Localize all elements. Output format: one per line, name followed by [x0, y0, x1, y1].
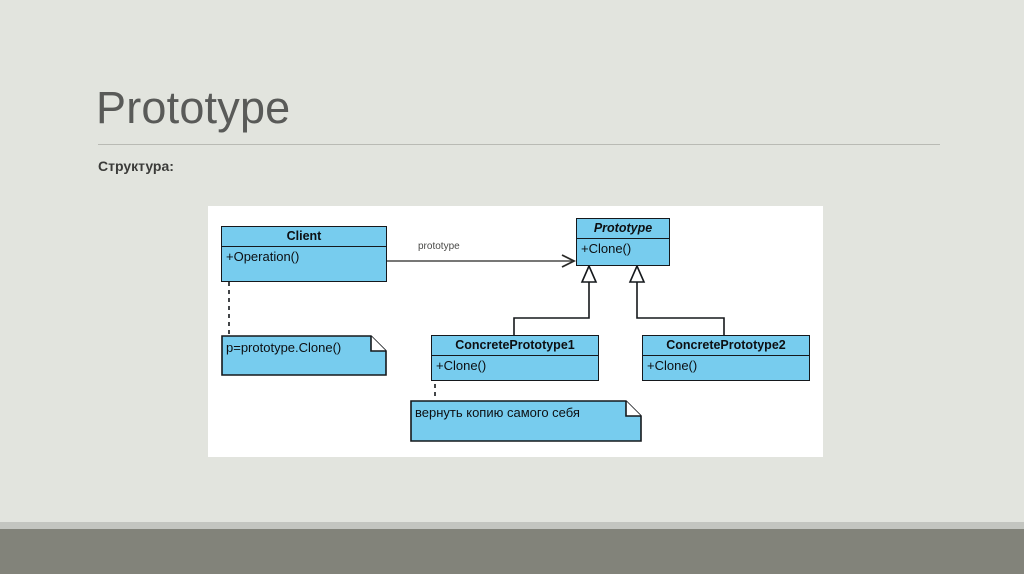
uml-class-concreteprototype2[interactable]: ConcretePrototype2 +Clone() — [642, 335, 810, 381]
page-title: Prototype — [96, 82, 291, 133]
uml-class-prototype[interactable]: Prototype +Clone() — [576, 218, 670, 266]
uml-class-prototype-title: Prototype — [577, 219, 669, 240]
generalization-line-concrete2 — [636, 282, 725, 335]
generalization-arrowhead-concrete1 — [580, 264, 598, 283]
uml-class-client-operations: +Operation() — [226, 249, 300, 265]
generalization-arrowhead-concrete2 — [628, 264, 646, 283]
note-shape-concrete1 — [410, 400, 642, 442]
uml-class-concreteprototype1[interactable]: ConcretePrototype1 +Clone() — [431, 335, 599, 381]
uml-class-concreteprototype1-operations: +Clone() — [436, 358, 487, 374]
footer-separator — [0, 522, 1024, 529]
uml-diagram-panel: Client +Operation() Prototype +Clone() C… — [208, 206, 823, 457]
title-divider — [98, 144, 940, 145]
note-shape-client — [221, 335, 387, 376]
footer-bar — [0, 529, 1024, 574]
diagram-connectors — [228, 254, 725, 400]
uml-class-client-title: Client — [222, 227, 386, 248]
generalization-line-concrete1 — [513, 282, 590, 335]
uml-note-client[interactable]: p=prototype.Clone() — [221, 335, 387, 376]
uml-note-concreteprototype1[interactable]: вернуть копию самого себя — [410, 400, 642, 442]
uml-note-concreteprototype1-text: вернуть копию самого себя — [415, 405, 580, 420]
association-label-prototype: prototype — [418, 241, 460, 252]
uml-class-concreteprototype2-title: ConcretePrototype2 — [643, 336, 809, 357]
uml-class-client[interactable]: Client +Operation() — [221, 226, 387, 282]
uml-note-client-text: p=prototype.Clone() — [226, 340, 342, 355]
subtitle-label: Структура: — [98, 158, 174, 174]
uml-class-concreteprototype1-title: ConcretePrototype1 — [432, 336, 598, 357]
uml-class-concreteprototype2-operations: +Clone() — [647, 358, 698, 374]
association-arrowhead — [561, 254, 577, 268]
uml-class-prototype-operations: +Clone() — [581, 241, 632, 257]
